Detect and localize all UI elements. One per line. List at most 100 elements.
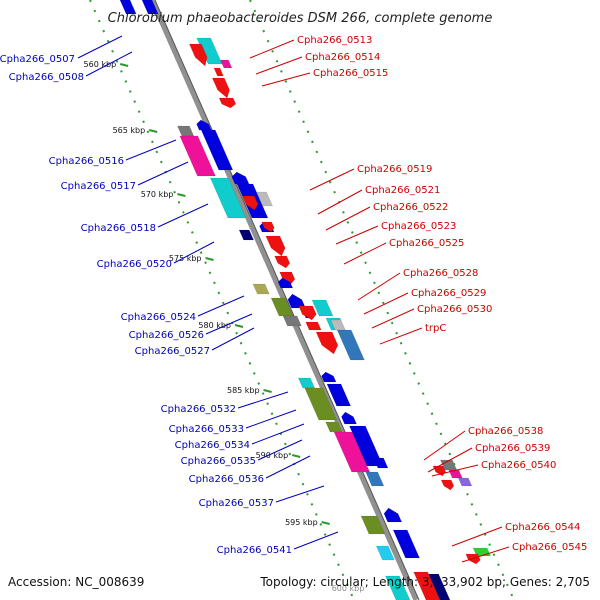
gene-block — [336, 329, 365, 361]
gene-arrow — [287, 293, 306, 309]
gene-label-left: Cpha266_0507 — [0, 54, 75, 65]
gene-label-left: Cpha266_0516 — [49, 156, 124, 167]
leader-line — [427, 447, 473, 473]
gene-label-left: Cpha266_0520 — [97, 259, 172, 270]
gene-label-right: Cpha266_0525 — [389, 238, 464, 249]
gene-block — [177, 125, 195, 137]
gene-arrow — [277, 277, 294, 289]
gene-arrow — [231, 171, 250, 185]
leader-line — [157, 203, 209, 228]
gene-arrow — [440, 479, 455, 491]
leader-line — [197, 295, 245, 317]
kbp-tick-mark — [119, 63, 129, 67]
gene-block — [282, 315, 302, 327]
gene-block — [220, 59, 233, 69]
gene-block — [311, 299, 334, 317]
gene-arrow — [341, 411, 357, 425]
gene-block — [252, 283, 270, 295]
leader-line — [125, 139, 177, 161]
leader-line — [275, 485, 325, 503]
gene-arrow — [298, 305, 317, 321]
gene-block — [330, 319, 346, 331]
gene-label-left: Cpha266_0517 — [61, 181, 136, 192]
leader-line — [265, 455, 311, 479]
kbp-tick-label: 570 kbp — [141, 190, 174, 199]
leader-line — [261, 72, 311, 87]
gene-label-right: Cpha266_0545 — [512, 542, 587, 553]
leader-line — [249, 39, 295, 59]
leader-line — [237, 391, 289, 409]
kbp-tick-mark — [263, 389, 272, 393]
gene-block — [304, 387, 338, 421]
leader-line — [431, 464, 479, 477]
leader-line — [293, 531, 339, 550]
gene-label-left: Cpha266_0534 — [175, 440, 250, 451]
gene-label-right: Cpha266_0540 — [481, 460, 556, 471]
kbp-tick-mark — [205, 257, 214, 261]
gene-label-left: Cpha266_0526 — [129, 330, 204, 341]
gene-arrow — [188, 43, 208, 67]
leader-line — [371, 308, 415, 329]
kbp-tick-mark — [234, 324, 244, 328]
gene-block — [373, 457, 389, 469]
leader-line — [137, 161, 189, 186]
leader-line — [211, 327, 255, 351]
gene-label-right: Cpha266_0528 — [403, 268, 478, 279]
gene-block — [213, 67, 224, 77]
gene-block — [209, 177, 247, 219]
topology-text: Topology: circular; Length: 3,133,902 bp… — [259, 575, 590, 589]
gene-arrow — [274, 255, 291, 269]
leader-line — [451, 526, 503, 547]
gene-block — [256, 191, 274, 207]
kbp-tick-mark — [291, 454, 301, 458]
gene-label-left: Cpha266_0535 — [181, 456, 256, 467]
gene-block — [365, 471, 385, 487]
gene-block — [297, 377, 316, 389]
leader-line — [255, 56, 303, 75]
leader-line — [461, 546, 510, 563]
gene-arrow — [261, 221, 275, 233]
kbp-tick-mark — [177, 193, 186, 197]
gene-label-left: Cpha266_0518 — [81, 223, 156, 234]
gene-arrow — [321, 371, 337, 383]
gene-label-left: Cpha266_0537 — [199, 498, 274, 509]
gene-label-left: Cpha266_0533 — [169, 424, 244, 435]
leader-line — [173, 241, 215, 264]
genome-axis-edge — [154, 0, 420, 600]
leader-line — [335, 225, 379, 245]
gene-block — [360, 515, 386, 535]
gene-block — [392, 529, 420, 559]
leader-line — [309, 168, 355, 191]
gene-block — [413, 571, 441, 600]
gene-arrow — [315, 331, 339, 355]
gene-block — [305, 321, 322, 331]
leader-line — [363, 292, 409, 315]
gene-arrow — [383, 507, 403, 523]
leader-line — [257, 439, 303, 461]
gene-block — [119, 0, 137, 15]
gene-block — [200, 129, 234, 171]
gene-label-right: Cpha266_0538 — [468, 426, 543, 437]
gene-block — [179, 135, 216, 177]
map-title: Chlorobium phaeobacteroides DSM 266, com… — [108, 11, 493, 26]
kbp-tick-mark — [148, 129, 158, 133]
leader-line — [357, 272, 401, 301]
leader-line — [77, 35, 123, 59]
gene-label-right: Cpha266_0529 — [411, 288, 486, 299]
gene-label-right: Cpha266_0530 — [417, 304, 492, 315]
gene-label-right: Cpha266_0522 — [373, 202, 448, 213]
gene-label-left: Cpha266_0524 — [121, 312, 196, 323]
leader-line — [325, 206, 371, 231]
gene-label-left: Cpha266_0527 — [135, 346, 210, 357]
leader-line — [343, 242, 387, 265]
gene-arrow — [218, 97, 237, 109]
kbp-tick-label: 575 kbp — [169, 254, 202, 263]
gene-block — [428, 573, 451, 600]
leader-line — [205, 313, 253, 335]
gene-label-right: Cpha266_0515 — [313, 68, 388, 79]
kbp-tick-label: 560 kbp — [84, 60, 117, 69]
kbp-tick-label: 585 kbp — [227, 386, 260, 395]
kbp-tick-label-faded: 600 kbp — [332, 584, 365, 593]
leader-line — [423, 430, 466, 461]
